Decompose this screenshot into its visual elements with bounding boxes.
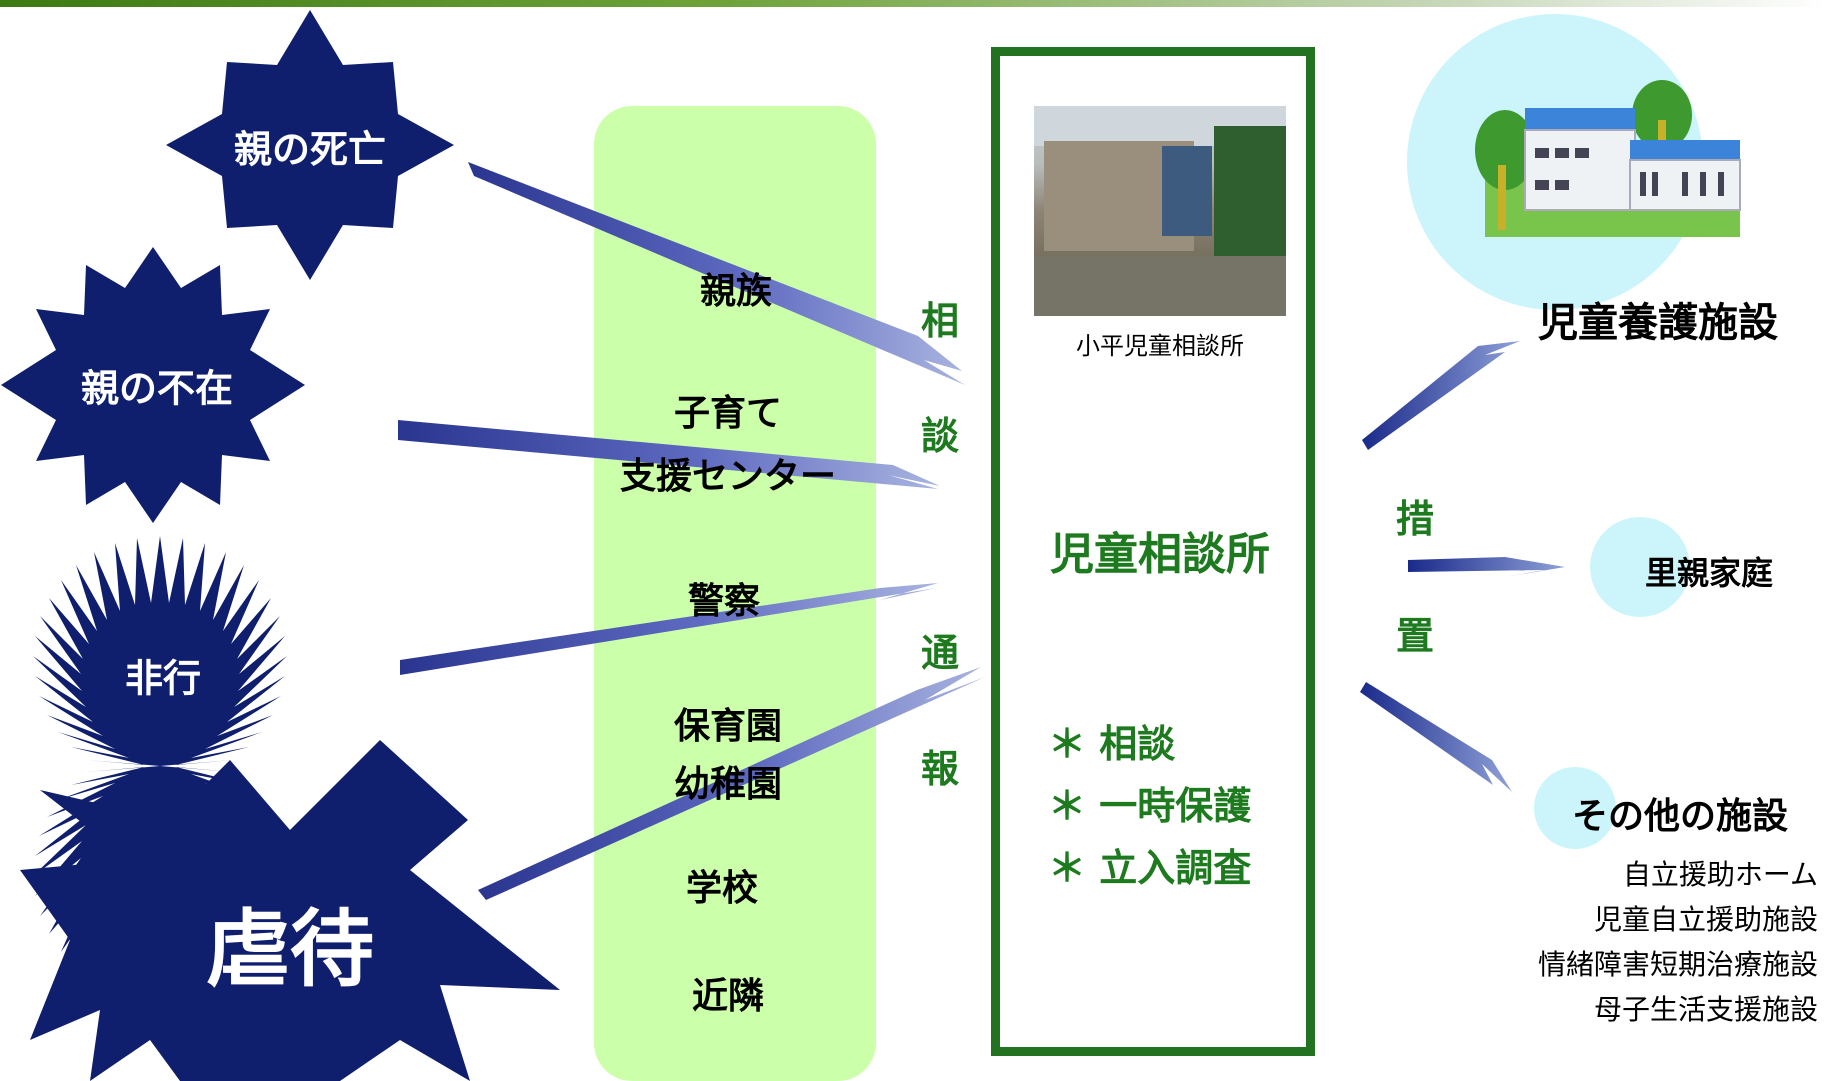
source-childcare-line2: 支援センター bbox=[619, 456, 837, 497]
other-facility-circle bbox=[1534, 767, 1616, 849]
other-facility-4: 母子生活支援施設 bbox=[1593, 993, 1818, 1026]
report-char-1: 通 bbox=[920, 631, 960, 675]
source-relatives: 親族 bbox=[699, 271, 773, 312]
source-childcare-line1: 子育て bbox=[673, 393, 783, 434]
top-accent-bar bbox=[0, 0, 1825, 7]
dest-other-facilities: その他の施設 bbox=[1572, 796, 1789, 837]
placement-char-2: 置 bbox=[1395, 614, 1435, 658]
abuse-star bbox=[20, 740, 560, 1081]
other-facility-3: 情緒障害短期治療施設 bbox=[1537, 948, 1818, 981]
dest-foster-home-facility: 児童養護施設 bbox=[1538, 300, 1778, 346]
arrow-parent-absence bbox=[398, 420, 940, 489]
arrow-to-foster-home bbox=[1362, 341, 1520, 450]
parent-absence-star bbox=[1, 247, 305, 523]
arrow-parent-death bbox=[468, 162, 965, 385]
parent-death-star bbox=[166, 10, 454, 280]
arrow-abuse bbox=[478, 667, 985, 900]
source-nursery-line2: 幼稚園 bbox=[673, 764, 783, 805]
center-title: 児童相談所 bbox=[1050, 529, 1270, 580]
photo-caption: 小平児童相談所 bbox=[1076, 332, 1244, 360]
arrow-delinquency bbox=[400, 583, 938, 675]
foster-family-circle bbox=[1590, 517, 1690, 617]
facility-building-icon bbox=[1475, 80, 1741, 237]
service-temporary-protection: ＊ 一時保護 bbox=[1048, 784, 1252, 828]
arrow-to-foster-family bbox=[1408, 557, 1565, 577]
report-char-2: 報 bbox=[920, 747, 960, 791]
dest-foster-family: 里親家庭 bbox=[1645, 554, 1774, 592]
service-on-site-inspection: ＊ 立入調査 bbox=[1048, 846, 1252, 890]
source-neighbors: 近隣 bbox=[691, 976, 765, 1017]
parent-death-label: 親の死亡 bbox=[233, 127, 387, 172]
source-panel bbox=[594, 106, 876, 1081]
abuse-label: 虐待 bbox=[205, 900, 375, 999]
service-consultation: ＊ 相談 bbox=[1048, 722, 1176, 766]
other-facility-1: 自立援助ホーム bbox=[1622, 858, 1818, 891]
consult-char-2: 談 bbox=[920, 414, 960, 458]
building-photo bbox=[1034, 106, 1286, 316]
delinquency-label: 非行 bbox=[124, 656, 202, 701]
other-facility-2: 児童自立援助施設 bbox=[1593, 903, 1818, 936]
parent-absence-label: 親の不在 bbox=[80, 366, 234, 411]
arrow-to-other-facility bbox=[1360, 682, 1512, 792]
consult-char-1: 相 bbox=[920, 299, 960, 343]
source-nursery-line1: 保育園 bbox=[673, 706, 783, 747]
source-school: 学校 bbox=[685, 868, 759, 909]
source-police: 警察 bbox=[687, 581, 761, 622]
placement-char-1: 措 bbox=[1395, 497, 1435, 541]
